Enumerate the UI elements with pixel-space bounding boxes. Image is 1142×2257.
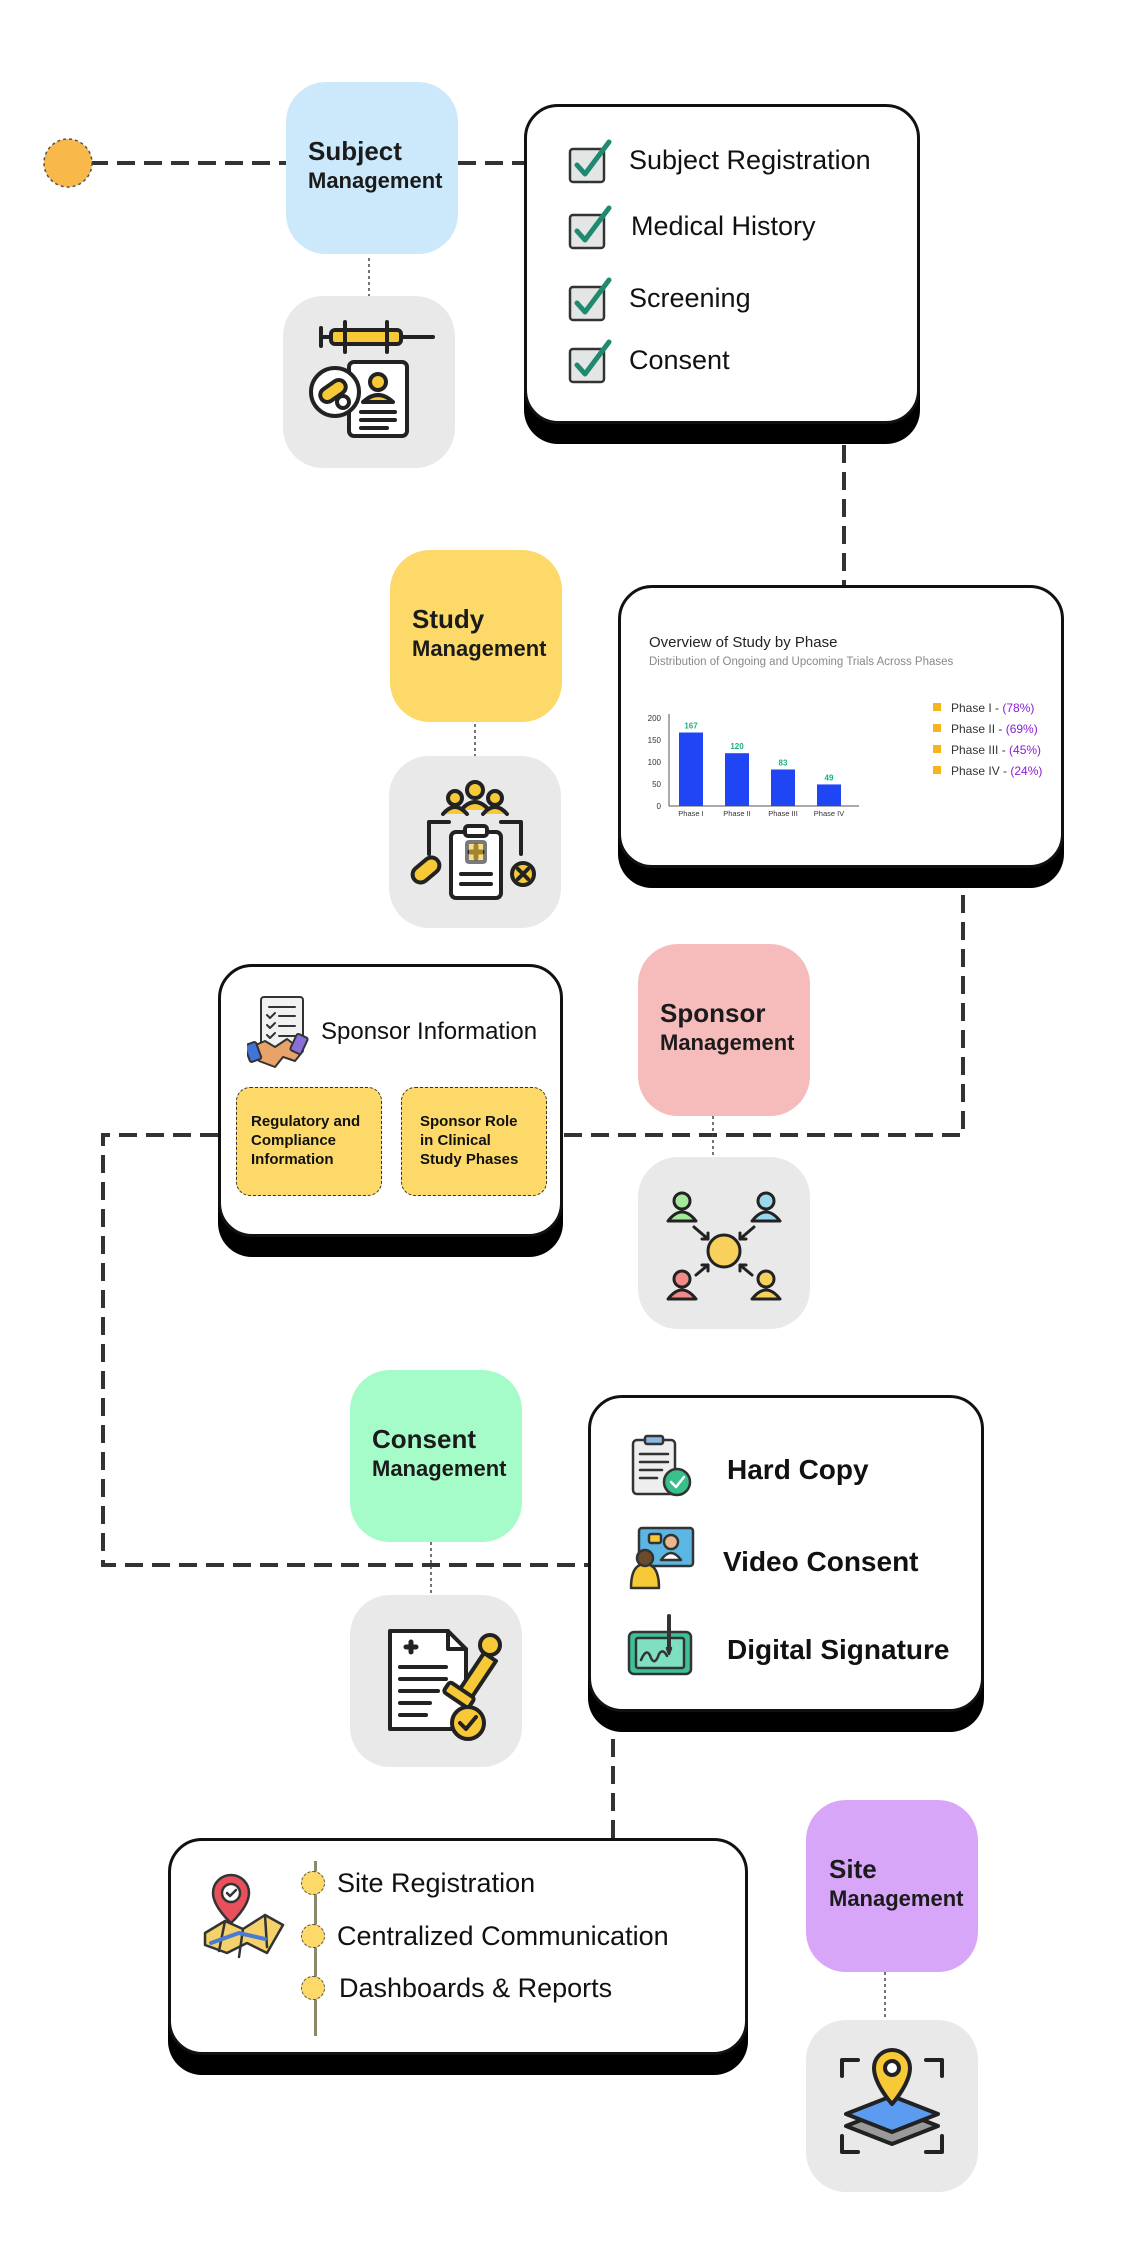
bar bbox=[817, 784, 841, 806]
legend-item: Phase I - (78%) bbox=[933, 701, 1034, 715]
legend-marker bbox=[933, 766, 941, 774]
site-card: Site Registration Centralized Communicat… bbox=[168, 1838, 748, 2055]
legend-label: Phase II - bbox=[951, 722, 1006, 736]
legend-percent: (69%) bbox=[1005, 722, 1038, 736]
regulatory-compliance-box[interactable]: Regulatory and Compliance Information bbox=[236, 1087, 382, 1196]
legend-percent: (78%) bbox=[1002, 701, 1035, 715]
consent-option-label: Digital Signature bbox=[727, 1634, 950, 1665]
bar-value-label: 120 bbox=[730, 742, 744, 751]
legend-item: Phase III - (45%) bbox=[933, 743, 1041, 757]
legend-label: Phase I - bbox=[951, 701, 1003, 715]
consent-option[interactable]: Digital Signature bbox=[627, 1614, 957, 1684]
subject-management-tile[interactable]: Subject Management bbox=[286, 82, 458, 254]
y-tick-label: 0 bbox=[657, 802, 662, 811]
sponsor-management-tile[interactable]: Sponsor Management bbox=[638, 944, 810, 1116]
legend-percent: (24%) bbox=[1010, 764, 1043, 778]
study-chart-card: Overview of Study by Phase Distribution … bbox=[618, 585, 1064, 868]
legend-marker bbox=[933, 703, 941, 711]
subject-checklist-card: Subject Registration Medical History Scr… bbox=[524, 104, 920, 424]
site-item-label: Centralized Communication bbox=[337, 1921, 669, 1951]
consent-management-tile[interactable]: Consent Management bbox=[350, 1370, 522, 1542]
site-management-tile[interactable]: Site Management bbox=[806, 1800, 978, 1972]
map-location-icon bbox=[203, 1873, 285, 1959]
study-title: Study bbox=[412, 604, 485, 634]
clipboard-check-icon bbox=[631, 1434, 692, 1497]
bullet-dot bbox=[301, 1871, 325, 1895]
checkbox-checked-icon bbox=[568, 277, 612, 322]
regulatory-compliance-label: Regulatory and Compliance Information bbox=[251, 1113, 361, 1168]
checklist-label: Screening bbox=[629, 283, 751, 313]
bar-value-label: 83 bbox=[779, 758, 788, 767]
sponsor-role-label: Sponsor Role in Clinical Study Phases bbox=[420, 1113, 519, 1168]
y-tick-label: 150 bbox=[648, 736, 662, 745]
checkbox-checked-icon bbox=[568, 339, 612, 384]
legend-item: Phase II - (69%) bbox=[933, 722, 1038, 736]
x-tick-label: Phase IV bbox=[814, 809, 844, 818]
checklist-label: Consent bbox=[629, 345, 730, 375]
checkbox-checked-icon bbox=[568, 205, 612, 250]
start-dot bbox=[43, 138, 93, 188]
study-subtitle: Management bbox=[412, 636, 547, 661]
legend-label: Phase III - bbox=[951, 743, 1010, 757]
checklist-label: Medical History bbox=[631, 211, 816, 241]
sponsor-info-card: Sponsor Information Regulatory and Compl… bbox=[218, 964, 563, 1237]
consent-subtitle: Management bbox=[372, 1456, 507, 1481]
sponsor-title: Sponsor bbox=[660, 998, 766, 1028]
tablet-signature-icon bbox=[627, 1614, 693, 1676]
legend-marker bbox=[933, 724, 941, 732]
chart-title: Overview of Study by Phase bbox=[649, 634, 838, 651]
checklist-label: Subject Registration bbox=[629, 145, 871, 175]
checkbox-checked-icon bbox=[568, 139, 612, 184]
x-tick-label: Phase II bbox=[723, 809, 751, 818]
handshake-document-icon bbox=[247, 996, 309, 1068]
y-tick-label: 200 bbox=[648, 714, 662, 723]
site-item-label: Site Registration bbox=[337, 1868, 536, 1898]
site-item-label: Dashboards & Reports bbox=[339, 1973, 613, 2003]
syringe-patient-record-icon bbox=[283, 296, 455, 468]
consent-option[interactable]: Video Consent bbox=[627, 1526, 957, 1596]
sponsor-info-title: Sponsor Information bbox=[321, 1018, 538, 1045]
subject-subtitle: Management bbox=[308, 168, 443, 193]
team-medical-clipboard-icon bbox=[389, 756, 561, 928]
consent-option-label: Video Consent bbox=[723, 1546, 919, 1577]
legend-marker bbox=[933, 745, 941, 753]
site-title: Site bbox=[829, 1854, 877, 1884]
bar bbox=[679, 732, 703, 806]
bullet-dot bbox=[301, 1924, 325, 1948]
consent-option[interactable]: Hard Copy bbox=[627, 1434, 957, 1504]
subject-title: Subject bbox=[308, 136, 402, 166]
sponsor-subtitle: Management bbox=[660, 1030, 795, 1055]
x-tick-label: Phase I bbox=[678, 809, 703, 818]
bar-value-label: 49 bbox=[825, 773, 834, 782]
legend-item: Phase IV - (24%) bbox=[933, 764, 1042, 778]
legend-percent: (45%) bbox=[1009, 743, 1042, 757]
bullet-dot bbox=[301, 1976, 325, 2000]
consent-title: Consent bbox=[372, 1424, 476, 1454]
bar bbox=[725, 753, 749, 806]
study-management-tile[interactable]: Study Management bbox=[390, 550, 562, 722]
sponsor-role-box[interactable]: Sponsor Role in Clinical Study Phases bbox=[401, 1087, 547, 1196]
video-call-icon bbox=[629, 1526, 695, 1590]
x-tick-label: Phase III bbox=[768, 809, 798, 818]
bar bbox=[771, 769, 795, 806]
bar-value-label: 167 bbox=[684, 722, 698, 731]
document-stamp-icon bbox=[350, 1595, 522, 1767]
y-tick-label: 100 bbox=[648, 758, 662, 767]
consent-option-label: Hard Copy bbox=[727, 1454, 869, 1485]
chart-subtitle: Distribution of Ongoing and Upcoming Tri… bbox=[649, 656, 954, 668]
legend-label: Phase IV - bbox=[951, 764, 1011, 778]
site-list-rail bbox=[314, 1861, 317, 2036]
consent-options-card: Hard Copy Video Consent Digital S bbox=[588, 1395, 984, 1712]
site-subtitle: Management bbox=[829, 1886, 964, 1911]
map-pin-layers-icon bbox=[806, 2020, 978, 2192]
network-people-icon bbox=[638, 1157, 810, 1329]
y-tick-label: 50 bbox=[652, 780, 661, 789]
